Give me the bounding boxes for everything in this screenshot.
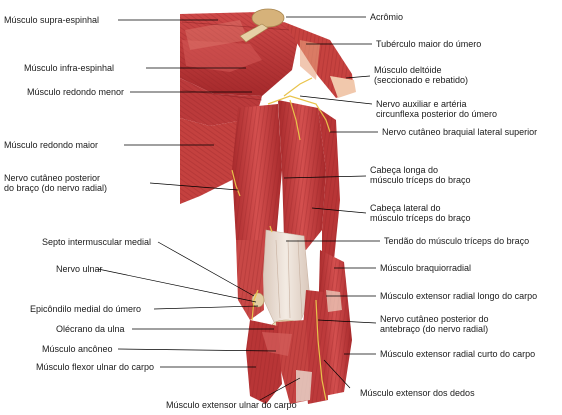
label-teres-minor: Músculo redondo menor — [27, 87, 124, 97]
leader-lines — [97, 16, 380, 401]
label-line: músculo tríceps do braço — [370, 175, 471, 185]
label-line: Nervo cutâneo braquial lateral superior — [382, 127, 538, 137]
label-deltoid: Músculo deltóide(seccionado e rebatido) — [374, 65, 468, 85]
label-line: Músculo infra-espinhal — [24, 63, 115, 73]
label-line: Cabeça longa do — [370, 165, 439, 175]
label-superior-lateral-cutaneous-nerve: Nervo cutâneo braquial lateral superior — [382, 127, 537, 137]
label-line: Músculo flexor ulnar do carpo — [36, 362, 155, 372]
label-line: do braço (do nervo radial) — [4, 183, 108, 193]
label-teres-major: Músculo redondo maior — [4, 140, 98, 150]
forearm-muscles — [246, 250, 352, 404]
label-line: Músculo ancôneo — [42, 344, 113, 354]
label-line: Epicôndilo medial do úmero — [30, 304, 142, 314]
label-ulnar-nerve: Nervo ulnar — [56, 264, 103, 274]
deltoid-muscle — [284, 22, 356, 98]
label-extensor-carpi-ulnaris: Músculo extensor ulnar do carpo — [166, 400, 297, 410]
triceps — [232, 100, 340, 296]
label-line: Músculo supra-espinhal — [4, 15, 100, 25]
label-line: Acrômio — [370, 12, 404, 22]
label-line: circunflexa posterior do úmero — [376, 109, 498, 119]
label-flexor-carpi-ulnaris: Músculo flexor ulnar do carpo — [36, 362, 154, 372]
label-line: Cabeça lateral do — [370, 203, 441, 213]
label-medial-epicondyle: Epicôndilo medial do úmero — [30, 304, 141, 314]
label-line: Músculo extensor radial longo do carpo — [380, 291, 538, 301]
label-extensor-carpi-radialis-longus: Músculo extensor radial longo do carpo — [380, 291, 537, 301]
label-line: Tubérculo maior do úmero — [376, 39, 482, 49]
label-line: Nervo cutâneo posterior do — [380, 314, 489, 324]
label-line: Olécrano da ulna — [56, 324, 125, 334]
nerves — [231, 77, 331, 401]
label-line: Nervo ulnar — [56, 264, 103, 274]
label-line: Septo intermuscular medial — [42, 237, 152, 247]
label-acromion: Acrômio — [370, 12, 403, 22]
label-greater-tubercle: Tubérculo maior do úmero — [376, 39, 481, 49]
label-line: Nervo cutâneo posterior — [4, 173, 101, 183]
label-line: músculo tríceps do braço — [370, 213, 471, 223]
label-supraspinatus: Músculo supra-espinhal — [4, 15, 99, 25]
acromion-bone — [239, 8, 285, 43]
label-line: Músculo extensor ulnar do carpo — [166, 400, 297, 410]
label-line: Músculo extensor radial curto do carpo — [380, 349, 536, 359]
label-line: Nervo auxiliar e artéria — [376, 99, 467, 109]
label-infraspinatus: Músculo infra-espinhal — [24, 63, 114, 73]
label-medial-intermuscular-septum: Septo intermuscular medial — [42, 237, 151, 247]
label-extensor-digitorum: Músculo extensor dos dedos — [360, 388, 475, 398]
label-line: Músculo redondo maior — [4, 140, 99, 150]
label-line: Tendão do músculo tríceps do braço — [384, 236, 530, 246]
label-line: Músculo redondo menor — [27, 87, 125, 97]
label-anconeus: Músculo ancôneo — [42, 344, 113, 354]
label-triceps-tendon: Tendão do músculo tríceps do braço — [384, 236, 529, 246]
label-brachioradialis: Músculo braquiorradial — [380, 263, 471, 273]
label-line: (seccionado e rebatido) — [374, 75, 469, 85]
label-line: Músculo deltóide — [374, 65, 442, 75]
label-line: Músculo braquiorradial — [380, 263, 472, 273]
triceps-tendon — [261, 229, 311, 323]
label-line: antebraço (do nervo radial) — [380, 324, 489, 334]
label-olecranon: Olécrano da ulna — [56, 324, 125, 334]
label-extensor-carpi-radialis-brevis: Músculo extensor radial curto do carpo — [380, 349, 535, 359]
label-line: Músculo extensor dos dedos — [360, 388, 475, 398]
